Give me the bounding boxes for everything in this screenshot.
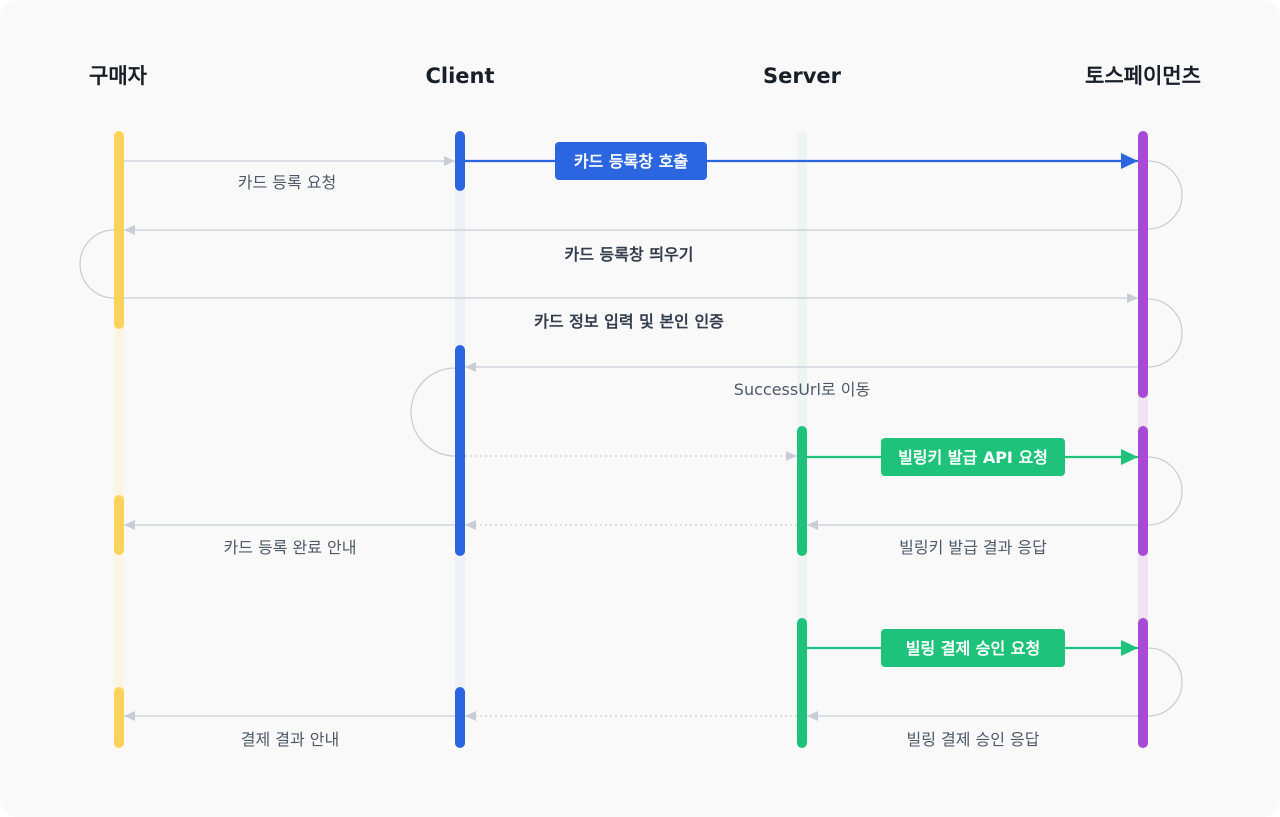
label-card-info-auth: 카드 정보 입력 및 본인 인증 [534,312,724,331]
activation-tosspayments [1138,618,1148,748]
self-loop [410,367,456,457]
activation-server [797,618,807,748]
activation-buyer [114,687,124,748]
label-billing-key-api: 빌링키 발급 API 요청 [898,448,1048,467]
label-card-reg-call: 카드 등록창 호출 [574,152,688,171]
activation-client [455,345,465,556]
activation-tosspayments [1138,131,1148,398]
activation-buyer [114,495,124,555]
pill-billing-key-api [881,438,1065,476]
self-loop [1147,160,1183,230]
label-billing-key-result: 빌링키 발급 결과 응답 [899,538,1047,557]
label-billing-approve-response: 빌링 결제 승인 응답 [906,730,1039,749]
self-loop [1147,647,1183,717]
label-card-reg-done: 카드 등록 완료 안내 [223,538,356,557]
pill-billing-approve-request [881,629,1065,667]
label-payment-result: 결제 결과 안내 [241,730,340,749]
label-card-reg-show: 카드 등록창 띄우기 [565,245,694,264]
actor-client: Client [425,64,494,88]
label-card-reg-request: 카드 등록 요청 [238,173,337,192]
activation-client [455,687,465,748]
label-success-url: SuccessUrl로 이동 [734,380,870,399]
activation-server [797,426,807,556]
activation-buyer [114,131,124,329]
pill-card-reg-call [555,142,707,180]
activation-tosspayments [1138,426,1148,556]
self-loop [1147,298,1183,368]
self-loop [1147,456,1183,526]
actor-tosspayments: 토스페이먼츠 [1085,64,1201,88]
actor-server: Server [763,64,842,88]
activation-client [455,131,465,191]
self-loop [79,229,115,299]
label-billing-approve-request: 빌링 결제 승인 요청 [906,639,1040,658]
actor-buyer: 구매자 [89,64,148,88]
